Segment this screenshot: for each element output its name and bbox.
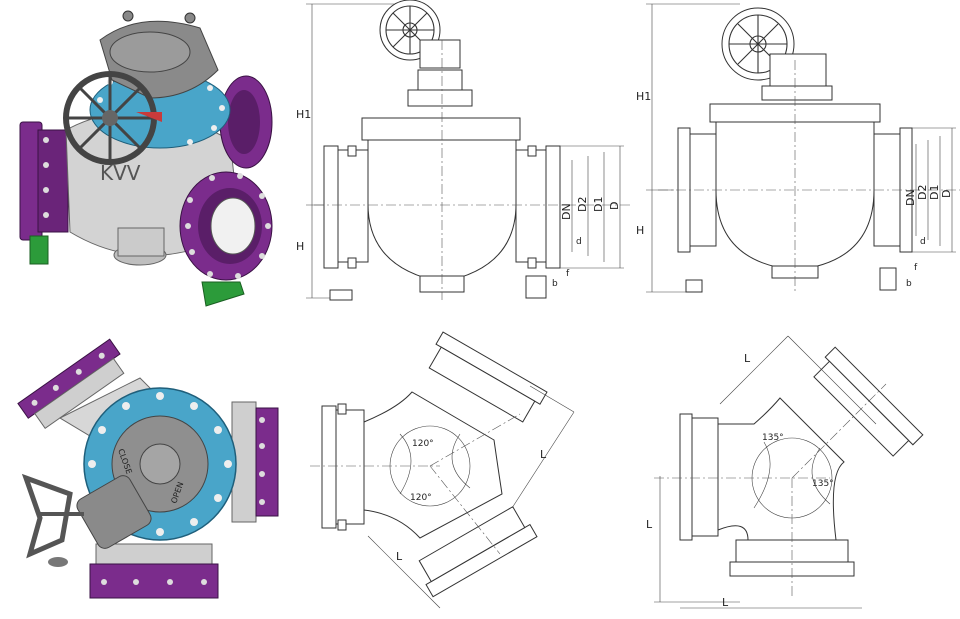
drawing-plan-135: 135° 135° L L L (630, 318, 960, 619)
dim-f: f (566, 269, 570, 279)
right-front-flange (179, 171, 273, 281)
angle-label-2: 120° (410, 493, 432, 503)
bottom-flange (89, 543, 219, 599)
dim-D: D (940, 190, 953, 198)
angle-label-1: 135° (762, 433, 784, 443)
right-flange (231, 401, 279, 523)
dim-DN: DN (904, 189, 917, 206)
drawing-front-large: H1 H DN D2 (630, 0, 960, 310)
support-foot-left (29, 235, 49, 265)
dim-d: d (920, 237, 926, 247)
dim-D1: D1 (928, 185, 941, 200)
dim-DN: DN (560, 203, 573, 220)
angle-label-2: 135° (812, 479, 834, 489)
render-bottom-3d: OPEN CLOSE (0, 318, 290, 619)
right-back-flange (219, 75, 273, 169)
valve-body-outline (363, 391, 503, 539)
drawing-plan-120: 120° 120° L L (290, 318, 620, 619)
dim-L-top: L (744, 352, 751, 365)
dim-f: f (914, 263, 918, 273)
angle-label-1: 120° (412, 439, 434, 449)
dim-H1: H1 (296, 108, 311, 121)
drawing-front-gear: H1 H (290, 0, 630, 310)
dim-H: H (636, 224, 644, 237)
valve-body-outline (717, 397, 845, 541)
dim-L-left: L (646, 518, 653, 531)
dim-b: b (906, 279, 912, 289)
dim-d: d (576, 237, 582, 247)
dim-H: H (296, 240, 304, 253)
brand-label: KVV (100, 161, 141, 185)
handwheel (63, 71, 162, 165)
dim-D2: D2 (916, 185, 929, 200)
support-foot-right (201, 281, 245, 307)
dim-D2: D2 (576, 197, 589, 212)
handwheel-drawing (379, 0, 461, 69)
handwheel (21, 473, 84, 567)
dim-D1: D1 (592, 197, 605, 212)
diameter-dimensions: DN D2 D1 D b f d (904, 127, 956, 289)
dim-L-bottom: L (722, 596, 729, 609)
dim-L-bottom: L (396, 550, 403, 563)
gearbox (76, 475, 152, 549)
dim-L-right: L (540, 448, 547, 461)
dim-b: b (552, 279, 558, 289)
render-top-3d: KVV (0, 0, 290, 310)
handwheel-drawing (721, 7, 827, 95)
left-flange (19, 121, 69, 241)
diameter-dimensions: DN D2 D1 D b f d (552, 145, 624, 289)
angled-flange (17, 338, 125, 430)
dim-D: D (608, 202, 621, 210)
dim-H1: H1 (636, 90, 651, 103)
